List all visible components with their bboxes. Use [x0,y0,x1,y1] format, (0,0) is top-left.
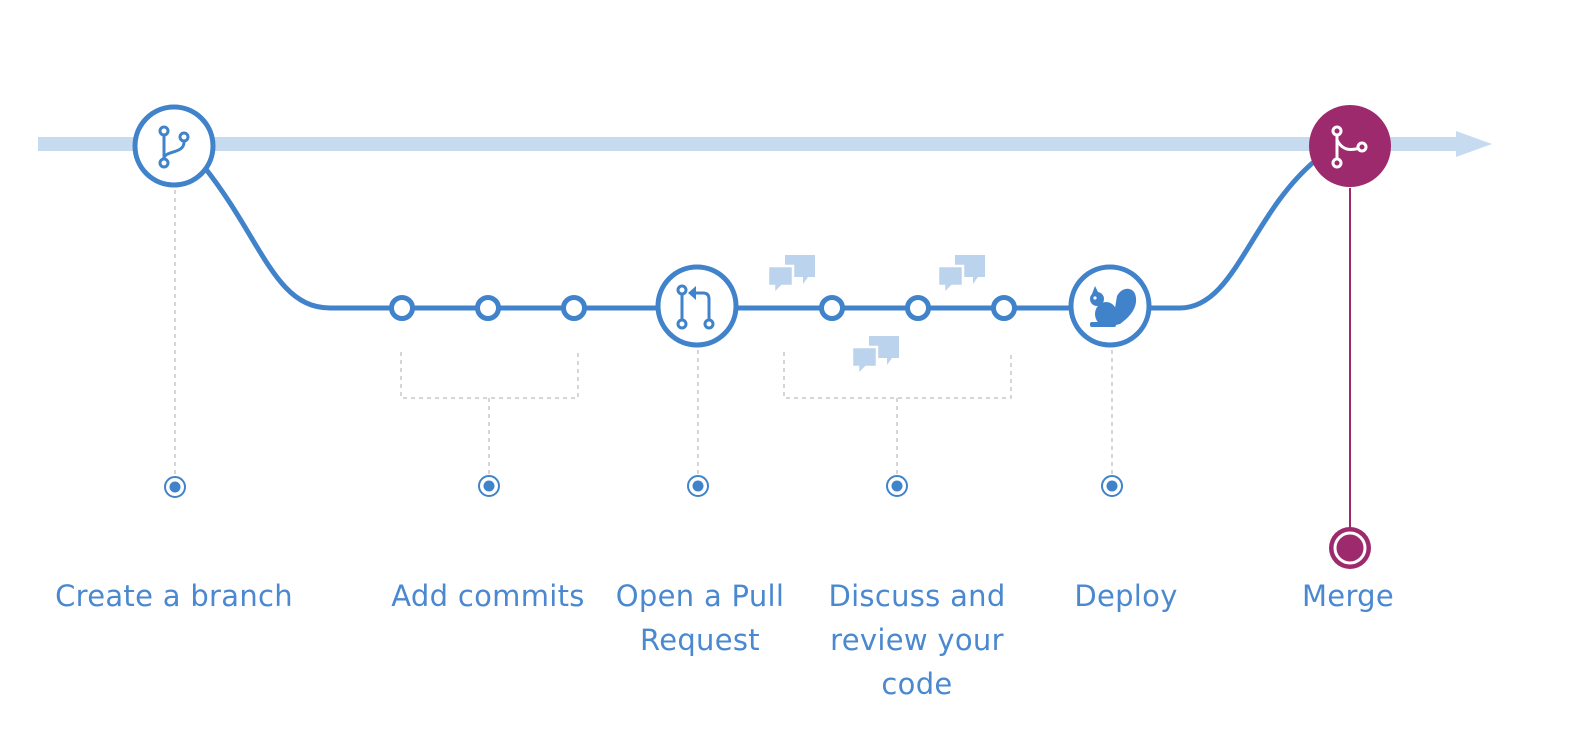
deploy-node [1068,264,1152,348]
step-marker-commits [478,475,500,497]
git-branch-icon [158,125,190,169]
comment-bubbles-icon [936,255,985,298]
step-label-merge: Merge [1301,579,1395,613]
feature-branch-path [203,158,1318,311]
branch-node [132,104,216,188]
commit-node [991,295,1017,321]
step-marker-pr [687,475,709,497]
pull-request-node [655,264,739,348]
squirrel-icon [1090,286,1137,327]
step-label-add-commits: Add commits [391,579,585,613]
pull-request-icon [676,284,715,330]
git-merge-icon [1331,125,1368,169]
comment-bubbles-icon [850,336,899,379]
step-label-discuss-review: Discuss and review your code [828,579,1006,701]
main-arrow-head [1456,131,1492,157]
step-label-deploy: Deploy [1074,579,1178,613]
main-timeline [38,131,1492,157]
commit-node [905,295,931,321]
step-marker-merge [1329,527,1371,569]
commit-node [819,295,845,321]
step-markers [164,475,1371,569]
commit-node [475,295,501,321]
step-label-open-pull-request: Open a Pull Request [615,579,785,657]
commit-nodes [389,295,1017,321]
commit-node [389,295,415,321]
merge-node [1309,105,1391,187]
step-marker-deploy [1101,475,1123,497]
comment-bubbles-icon [766,255,815,298]
main-line [38,137,1464,151]
guide-discuss-bracket [783,352,1012,476]
guide-commits-bracket [400,352,579,476]
step-marker-discuss [886,475,908,497]
step-label-create-branch: Create a branch [55,579,293,613]
guide-lines [174,190,1113,476]
step-marker-branch [164,476,186,498]
comment-bubbles [766,255,985,379]
commit-node [561,295,587,321]
